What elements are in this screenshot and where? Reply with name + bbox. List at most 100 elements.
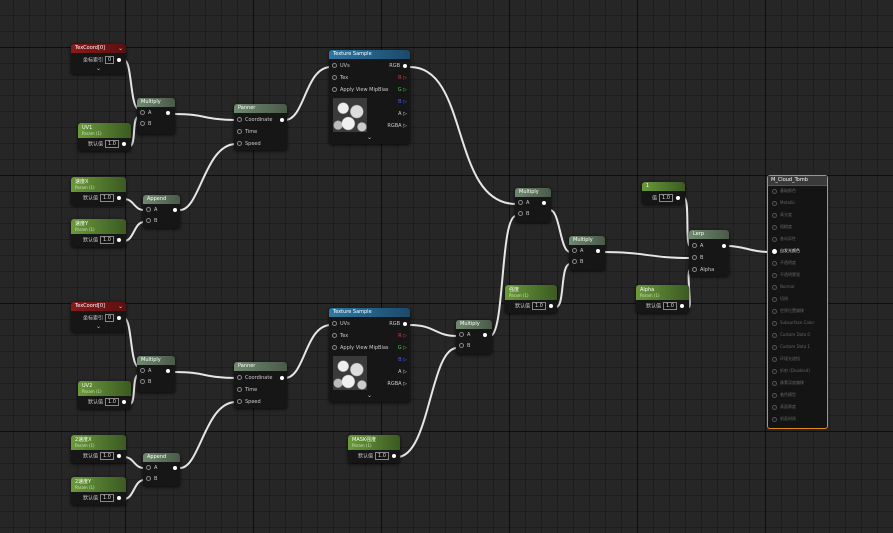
- output-pin[interactable]: [166, 368, 170, 373]
- output-pin[interactable]: [548, 304, 553, 308]
- output-pin[interactable]: [596, 248, 600, 253]
- value-field[interactable]: 1.0: [100, 494, 114, 502]
- node-title: Texture Sample: [329, 308, 410, 317]
- param-label: 默认值: [646, 303, 662, 310]
- material-pin[interactable]: 基础颜色: [772, 188, 796, 194]
- node-title: Multiply: [456, 320, 492, 329]
- output-pin[interactable]: [722, 243, 726, 248]
- panner-node[interactable]: Panner Coordinate Time Speed: [234, 362, 287, 408]
- param-label: 默认值: [83, 495, 99, 502]
- material-pin[interactable]: 高光度: [772, 212, 792, 218]
- node-title: Lerp: [689, 230, 729, 239]
- material-pin[interactable]: 切线: [772, 296, 788, 302]
- material-pin[interactable]: 表面厚度: [772, 404, 796, 410]
- material-pin[interactable]: Normal: [772, 284, 794, 290]
- value-field[interactable]: 1.0: [105, 398, 119, 406]
- multiply-node[interactable]: Multiply A B: [515, 188, 551, 222]
- output-pin[interactable]: [121, 142, 126, 146]
- output-pin[interactable]: [280, 375, 284, 380]
- output-pin[interactable]: [483, 332, 487, 337]
- output-pin[interactable]: [280, 117, 284, 122]
- expand-icon[interactable]: ⌄: [366, 134, 373, 141]
- material-pin[interactable]: 前面材质: [772, 416, 796, 422]
- chevron-down-icon[interactable]: ⌄: [117, 303, 123, 310]
- material-pin[interactable]: 不透明蒙版: [772, 272, 800, 278]
- output-pin[interactable]: [117, 58, 122, 62]
- material-pin[interactable]: 各向异性: [772, 236, 796, 242]
- material-pin-emissive[interactable]: 自发光颜色: [772, 248, 800, 254]
- material-pin[interactable]: 着色模型: [772, 392, 796, 398]
- wire: [726, 245, 771, 253]
- material-pin[interactable]: Subsurface Color: [772, 320, 814, 326]
- wire: [123, 59, 139, 110]
- output-pin[interactable]: [116, 496, 121, 500]
- output-pin[interactable]: [166, 110, 170, 115]
- material-pin[interactable]: Custom Data 0: [772, 332, 810, 338]
- output-pin[interactable]: [542, 200, 546, 205]
- output-pin[interactable]: [116, 196, 121, 200]
- panner-node[interactable]: Panner Coordinate Time Speed: [234, 104, 287, 150]
- texture-sample-node[interactable]: Texture Sample UVs Tex Apply View MipBia…: [329, 308, 410, 402]
- chevron-down-icon[interactable]: ⌄: [117, 45, 123, 52]
- value-field[interactable]: 0: [105, 56, 115, 64]
- output-pin[interactable]: [391, 454, 396, 458]
- material-output-node[interactable]: M_Cloud_Tomb 基础颜色 Metallic 高光度 粗糙度 各向异性 …: [767, 175, 828, 429]
- output-pin[interactable]: [173, 465, 177, 470]
- multiply-node[interactable]: Multiply A B: [456, 320, 492, 354]
- value-field[interactable]: 1.0: [659, 194, 673, 202]
- value-field[interactable]: 0: [105, 314, 115, 322]
- wire: [602, 251, 691, 259]
- param-label: 坐标索引: [83, 315, 104, 322]
- output-pin[interactable]: [116, 454, 121, 458]
- value-field[interactable]: 1.0: [663, 302, 677, 310]
- lerp-node[interactable]: Lerp A B Alpha: [689, 230, 729, 276]
- value-field[interactable]: 1.0: [100, 452, 114, 460]
- output-pin[interactable]: [117, 316, 122, 320]
- expand-icon[interactable]: ⌄: [95, 323, 102, 330]
- output-pin[interactable]: [116, 238, 121, 242]
- node-title: Multiply: [137, 98, 175, 107]
- material-pin[interactable]: 不透明度: [772, 260, 796, 266]
- material-pin[interactable]: 粗糙度: [772, 224, 792, 230]
- node-title: Panner: [234, 104, 287, 113]
- value-field[interactable]: 1.0: [375, 452, 389, 460]
- wire: [409, 324, 458, 337]
- material-pin[interactable]: Metallic: [772, 200, 795, 206]
- multiply-node[interactable]: Multiply A B: [569, 236, 605, 270]
- expand-icon[interactable]: ⌄: [366, 392, 373, 399]
- output-pin[interactable]: [173, 207, 177, 212]
- multiply-node[interactable]: Multiply A B: [137, 98, 175, 134]
- material-pin[interactable]: 折射 (Disabled): [772, 368, 810, 374]
- material-pin[interactable]: Custom Data 1: [772, 344, 810, 350]
- material-pin[interactable]: 世界位置偏移: [772, 308, 804, 314]
- material-pin[interactable]: 像素深度偏移: [772, 380, 804, 386]
- append-node[interactable]: Append A B: [143, 453, 180, 486]
- output-pin[interactable]: [121, 400, 126, 404]
- value-field[interactable]: 1.0: [100, 194, 114, 202]
- expand-icon[interactable]: ⌄: [95, 65, 102, 72]
- value-field[interactable]: 1.0: [100, 236, 114, 244]
- output-pin[interactable]: [675, 196, 680, 200]
- output-pin[interactable]: [679, 304, 684, 308]
- append-node[interactable]: Append A B: [143, 195, 180, 228]
- value-field[interactable]: 1.0: [105, 140, 119, 148]
- material-pin[interactable]: 环境光遮挡: [772, 356, 800, 362]
- value-field[interactable]: 1.0: [532, 302, 546, 310]
- texture-sample-node[interactable]: Texture Sample UVs Tex Apply View MipBia…: [329, 50, 410, 144]
- multiply-node[interactable]: Multiply A B: [137, 356, 175, 392]
